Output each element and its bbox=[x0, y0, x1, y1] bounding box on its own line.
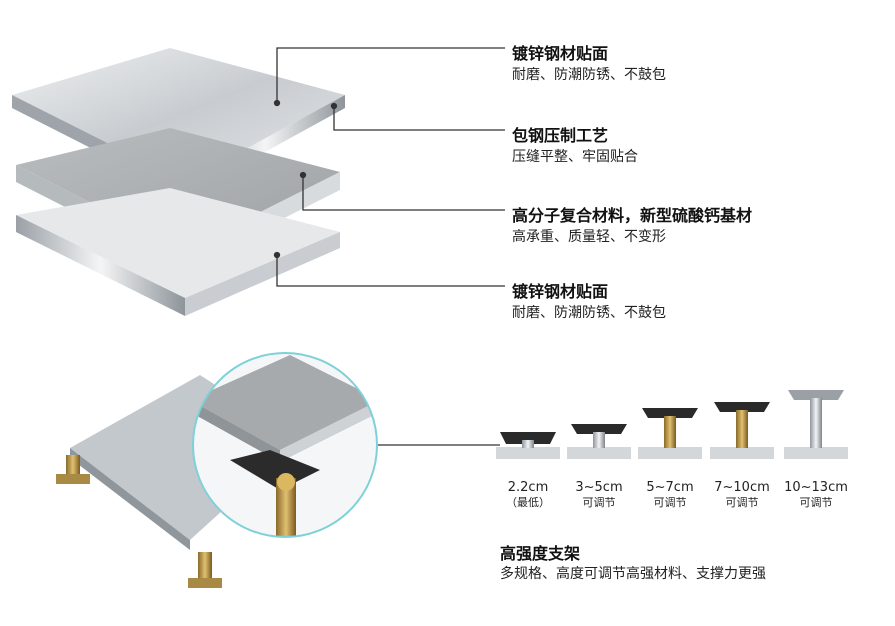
layer-1-title: 镀锌钢材贴面 bbox=[512, 44, 609, 63]
pedestal-2-2cm bbox=[496, 432, 560, 459]
support-desc: 多规格、高度可调节高强材料、支撑力更强 bbox=[500, 566, 766, 582]
support-title: 高强度支架 bbox=[500, 544, 581, 563]
pedestal-images bbox=[496, 390, 848, 459]
pedestal-foot bbox=[188, 552, 222, 588]
pedestal-7-10cm bbox=[710, 402, 774, 459]
layer-4-title: 镀锌钢材贴面 bbox=[512, 282, 609, 301]
pedestal-label: 5~7cm 可调节 bbox=[630, 480, 710, 510]
pedestal-size: 2.2cm bbox=[507, 480, 549, 495]
layer-2-desc: 压缝平整、牢固贴合 bbox=[512, 149, 638, 165]
pedestal-note: 可调节 bbox=[799, 496, 833, 509]
leader-lines bbox=[273, 47, 505, 446]
pedestal-label: 10~13cm 可调节 bbox=[776, 480, 856, 510]
layer-2-title: 包钢压制工艺 bbox=[512, 126, 609, 145]
pedestal-label: 3~5cm 可调节 bbox=[559, 480, 639, 510]
pedestal-foot bbox=[56, 455, 90, 484]
pedestal-size: 7~10cm bbox=[714, 480, 770, 495]
pedestal-size: 10~13cm bbox=[784, 480, 848, 495]
layer-4-desc: 耐磨、防潮防锈、不鼓包 bbox=[512, 305, 666, 321]
pedestal-note: 可调节 bbox=[725, 496, 759, 509]
layer-3-desc: 高承重、质量轻、不变形 bbox=[512, 229, 666, 245]
pedestal-3-5cm bbox=[567, 424, 631, 459]
pedestal-5-7cm bbox=[638, 408, 702, 459]
bottom-steel-layer bbox=[16, 188, 340, 316]
pedestal-note: 可调节 bbox=[582, 496, 616, 509]
magnified-detail bbox=[192, 352, 378, 538]
pedestal-size: 3~5cm bbox=[575, 480, 623, 495]
pedestal-size: 5~7cm bbox=[646, 480, 694, 495]
layer-3-title: 高分子复合材料，新型硫酸钙基材 bbox=[512, 206, 753, 225]
pedestal-note: 可调节 bbox=[653, 496, 687, 509]
pedestal-label: 2.2cm （最低） bbox=[488, 480, 568, 510]
layer-1-desc: 耐磨、防潮防锈、不鼓包 bbox=[512, 67, 666, 83]
pedestal-note: （最低） bbox=[506, 496, 550, 509]
pedestal-label: 7~10cm 可调节 bbox=[702, 480, 782, 510]
pedestal-10-13cm bbox=[784, 390, 848, 459]
